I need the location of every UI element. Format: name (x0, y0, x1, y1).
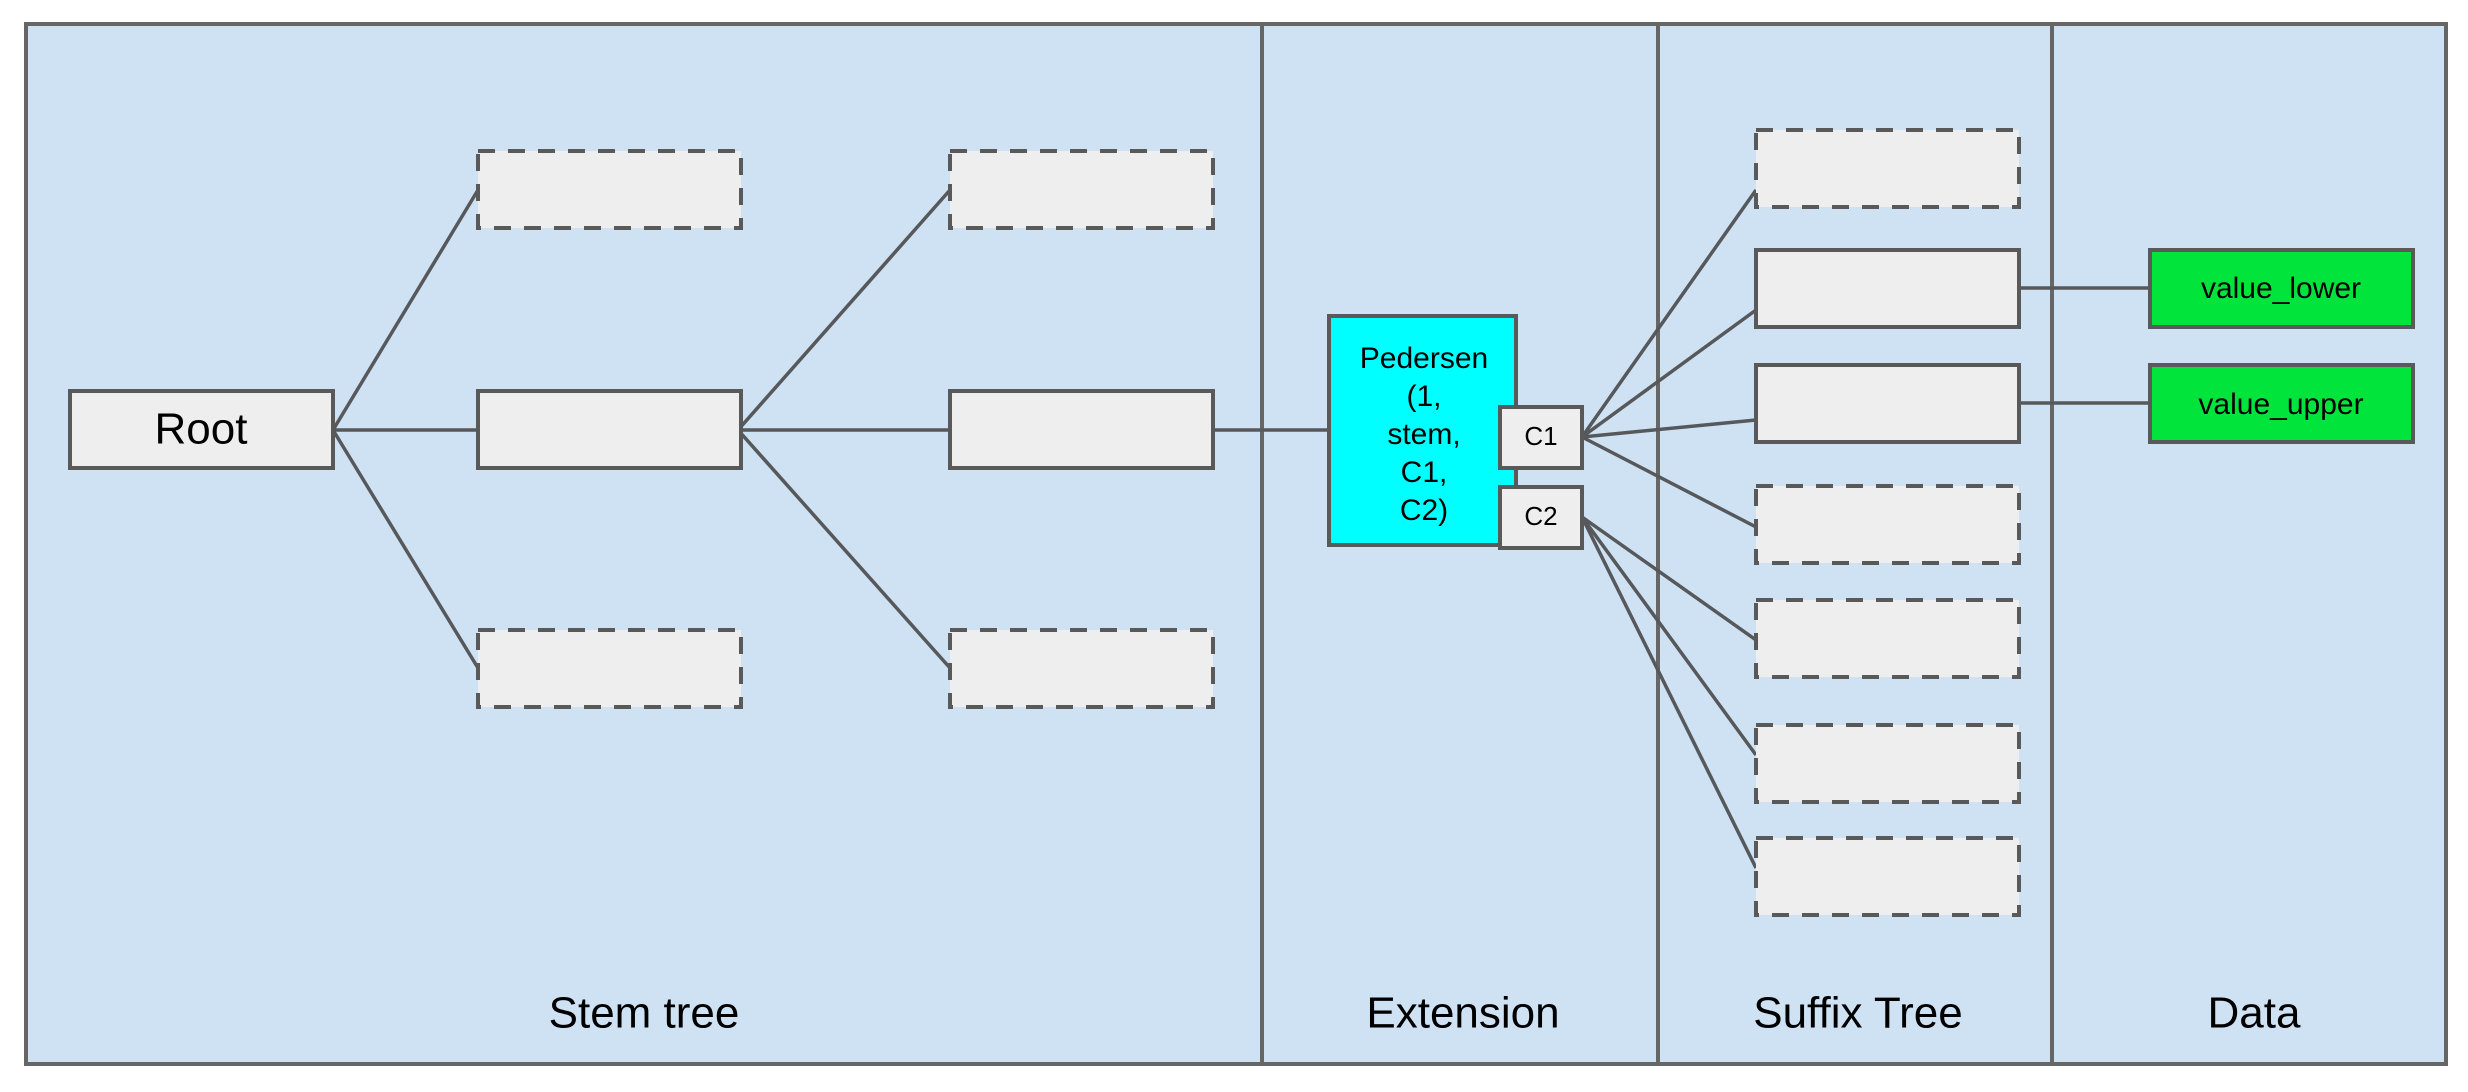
panel-title-data: Data (2208, 989, 2301, 1038)
edge-c2-to-suffix-5 (1580, 515, 1758, 642)
edge-c2-to-suffix-7 (1580, 516, 1758, 869)
node-pedersen-line-1: Pedersen (1360, 342, 1488, 375)
node-stem-l1-top[interactable] (476, 149, 743, 230)
node-suffix-1[interactable] (1754, 128, 2021, 209)
edge-c1-to-suffix-1 (1580, 188, 1758, 439)
node-stem-l1-mid[interactable] (476, 389, 743, 470)
node-c2-box[interactable] (1498, 485, 1584, 550)
node-stem-l2-top[interactable] (948, 149, 1215, 230)
node-pedersen-box[interactable] (1327, 314, 1518, 547)
node-pedersen-line-5: C2) (1400, 494, 1448, 527)
node-value-lower[interactable]: value_lower (2148, 248, 2415, 329)
node-suffix-3[interactable] (1754, 363, 2021, 444)
node-suffix-6[interactable] (1754, 723, 2021, 804)
edge-c1-to-suffix-3 (1581, 418, 1757, 439)
node-suffix-2[interactable] (1754, 248, 2021, 329)
node-pedersen-line-2: (1, (1406, 380, 1441, 413)
node-value-upper-box[interactable] (2148, 363, 2415, 444)
node-value-lower-box[interactable] (2148, 248, 2415, 329)
edge-stem-l1-mid-to-l2-bottom (736, 428, 952, 670)
node-pedersen[interactable]: Pedersen (1, stem, C1, C2) (1327, 314, 1518, 547)
node-pedersen-line-3: stem, (1387, 418, 1460, 451)
node-c1-box[interactable] (1498, 405, 1584, 470)
edge-root-to-stem-l1-bottom (331, 429, 480, 669)
edge-c2-to-suffix-6 (1580, 515, 1758, 757)
node-stem-l1-bottom[interactable] (476, 628, 743, 709)
panel-title-extension: Extension (1366, 989, 1559, 1038)
node-value-upper[interactable]: value_upper (2148, 363, 2415, 444)
diagram-frame (24, 22, 2448, 1066)
node-value-lower-label: value_lower (2201, 272, 2361, 305)
panel-title-suffix-tree: Suffix Tree (1753, 989, 1963, 1038)
edge-c1-to-suffix-4 (1581, 435, 1757, 529)
node-root-box[interactable] (68, 389, 335, 470)
node-c1-label: C1 (1524, 421, 1557, 451)
panel-title-stem-tree: Stem tree (549, 989, 740, 1038)
node-c2-label: C2 (1524, 501, 1557, 531)
node-root[interactable]: Root (68, 389, 335, 470)
node-pedersen-line-4: C1, (1401, 456, 1448, 489)
node-stem-l2-mid[interactable] (948, 389, 1215, 470)
node-root-label: Root (155, 405, 248, 454)
node-suffix-4[interactable] (1754, 484, 2021, 565)
node-commitment-c1[interactable]: C1 (1498, 405, 1584, 470)
node-stem-l2-bottom[interactable] (948, 628, 1215, 709)
edge-root-to-stem-l1-top (331, 189, 480, 431)
edge-stem-l1-mid-to-l2-top (736, 188, 952, 432)
node-commitment-c2[interactable]: C2 (1498, 485, 1584, 550)
node-suffix-7[interactable] (1754, 836, 2021, 917)
edge-c1-to-suffix-2 (1580, 308, 1758, 439)
node-value-upper-label: value_upper (2198, 388, 2363, 421)
node-suffix-5[interactable] (1754, 598, 2021, 679)
